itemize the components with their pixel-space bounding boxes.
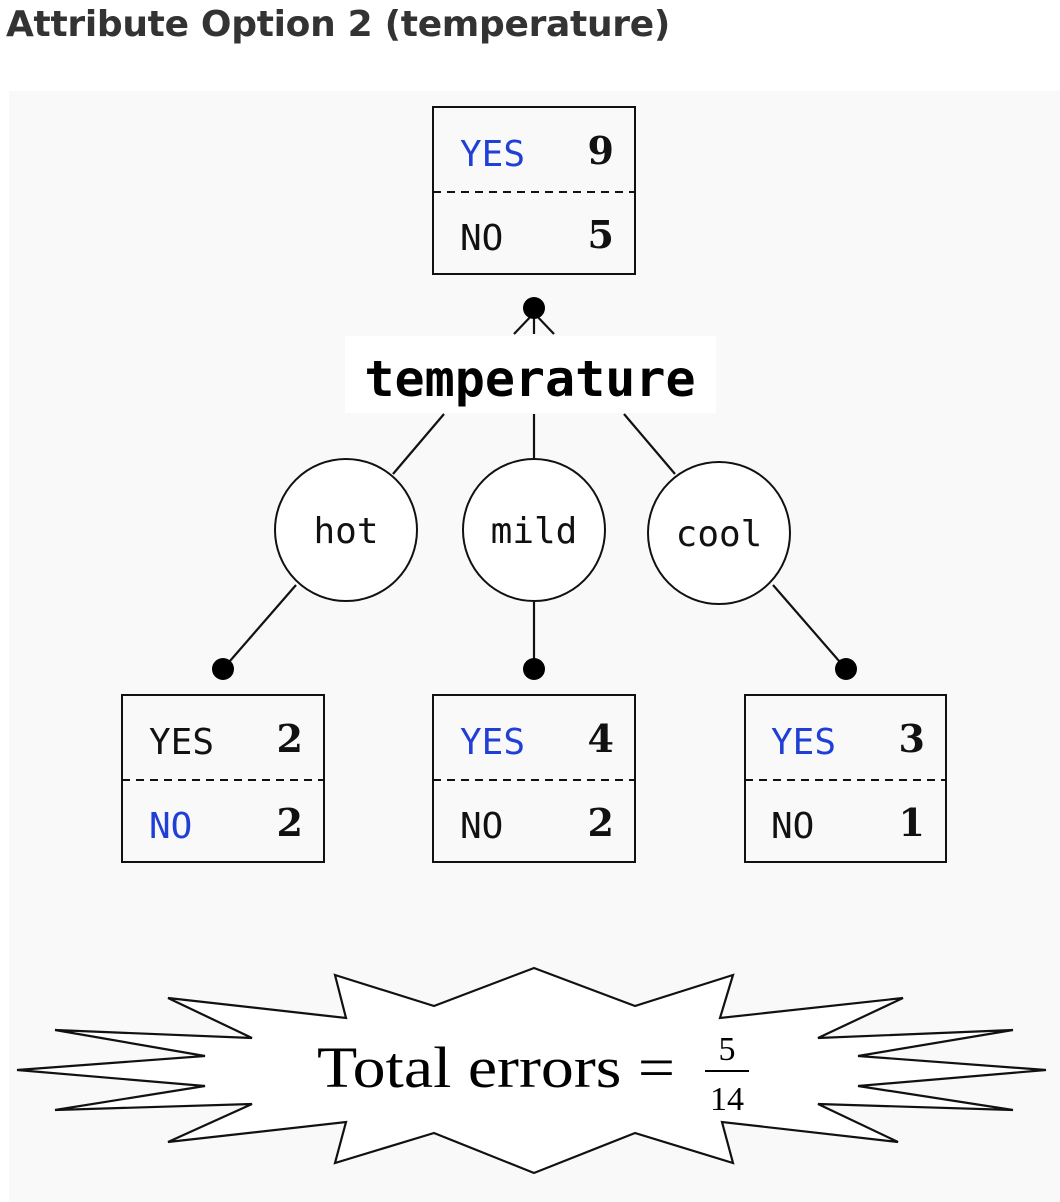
- leaf-mild-no-label: NO: [460, 806, 503, 847]
- leaf-mild-yes-count: 4: [588, 716, 614, 761]
- leaf-cool-yes-label: YES: [771, 722, 836, 763]
- branch-mild-circle: [462, 458, 606, 602]
- leaf-cool-no-count: 1: [899, 800, 925, 845]
- leaf-hot-no-count: 2: [277, 800, 303, 845]
- branch-cool-circle: [647, 461, 791, 605]
- attribute-label-background: [345, 336, 716, 413]
- leaf-mild-yes-label: YES: [460, 722, 525, 763]
- total-errors-numerator: 5: [719, 1031, 736, 1068]
- leaf-dot-hot: [212, 658, 234, 680]
- leaf-mild-no-count: 2: [588, 800, 614, 845]
- leaf-node-cool: YES 3 NO 1: [744, 694, 947, 863]
- leaf-hot-no-label: NO: [149, 806, 192, 847]
- root-yes-count: 9: [588, 128, 614, 173]
- branch-mild-label: mild: [491, 511, 578, 552]
- branch-hot-label: hot: [313, 511, 378, 552]
- leaf-cool-yes-count: 3: [899, 716, 925, 761]
- edge-hot-leaf: [222, 584, 297, 670]
- branch-cool-label: cool: [676, 514, 763, 555]
- branch-hot-circle: [274, 458, 418, 602]
- leaf-dot-cool: [835, 658, 857, 680]
- root-no-label: NO: [460, 218, 503, 259]
- leaf-cool-no-label: NO: [771, 806, 814, 847]
- leaf-node-mild: YES 4 NO 2: [432, 694, 636, 863]
- total-errors-starburst: [16, 966, 1047, 1175]
- page-title: Attribute Option 2 (temperature): [6, 4, 671, 45]
- root-node: YES 9 NO 5: [432, 106, 636, 275]
- root-no-count: 5: [588, 212, 614, 257]
- leaf-hot-yes-label: YES: [149, 722, 214, 763]
- total-errors-denominator: 14: [710, 1081, 744, 1118]
- root-connector-dot: [523, 297, 545, 319]
- root-yes-label: YES: [460, 134, 525, 175]
- edge-attr-hot: [392, 413, 445, 475]
- leaf-dot-mild: [523, 658, 545, 680]
- edge-cool-leaf: [772, 584, 847, 670]
- leaf-hot-yes-count: 2: [277, 716, 303, 761]
- leaf-node-hot: YES 2 NO 2: [121, 694, 325, 863]
- edge-attr-cool: [623, 413, 676, 475]
- split-attribute-label: temperature: [364, 350, 695, 408]
- total-errors-label: Total errors =: [317, 1035, 675, 1100]
